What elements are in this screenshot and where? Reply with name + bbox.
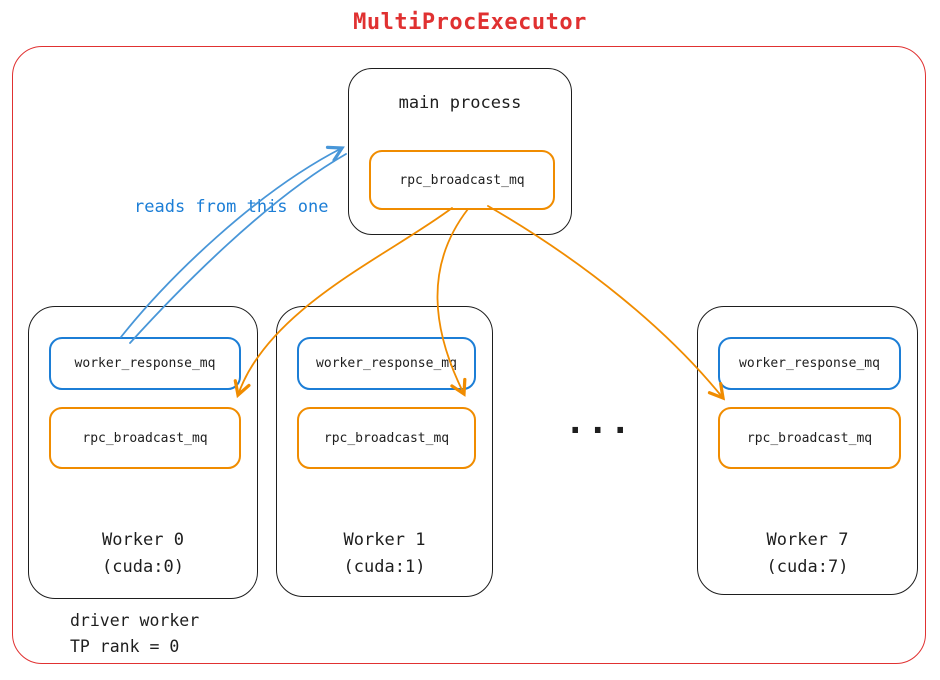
worker-7-name: Worker 7 bbox=[766, 530, 849, 550]
reads-from-annotation: reads from this one bbox=[134, 197, 329, 217]
worker-1-node: worker_response_mq rpc_broadcast_mq Work… bbox=[276, 306, 493, 597]
diagram-title: MultiProcExecutor bbox=[353, 10, 587, 35]
workers-ellipsis: ... bbox=[565, 402, 633, 442]
worker-1-broadcast-queue: rpc_broadcast_mq bbox=[297, 407, 476, 469]
worker-0-label: Worker 0 (cuda:0) bbox=[29, 527, 257, 581]
worker-7-response-queue: worker_response_mq bbox=[718, 337, 901, 390]
driver-worker-note-line2: TP rank = 0 bbox=[70, 637, 180, 656]
main-process-node: main process rpc_broadcast_mq bbox=[348, 68, 572, 235]
worker-1-label: Worker 1 (cuda:1) bbox=[277, 527, 492, 581]
worker-1-response-queue: worker_response_mq bbox=[297, 337, 476, 390]
worker-0-broadcast-queue: rpc_broadcast_mq bbox=[49, 407, 241, 469]
worker-7-node: worker_response_mq rpc_broadcast_mq Work… bbox=[697, 306, 918, 595]
worker-7-label: Worker 7 (cuda:7) bbox=[698, 527, 917, 581]
worker-0-response-queue: worker_response_mq bbox=[49, 337, 241, 390]
driver-worker-note: driver worker TP rank = 0 bbox=[70, 608, 199, 660]
worker-0-device: (cuda:0) bbox=[102, 557, 184, 577]
worker-7-device: (cuda:7) bbox=[766, 557, 849, 577]
worker-0-node: worker_response_mq rpc_broadcast_mq Work… bbox=[28, 306, 258, 599]
worker-7-broadcast-queue: rpc_broadcast_mq bbox=[718, 407, 901, 469]
worker-1-device: (cuda:1) bbox=[343, 557, 426, 577]
worker-0-name: Worker 0 bbox=[102, 530, 184, 550]
driver-worker-note-line1: driver worker bbox=[70, 611, 200, 630]
main-process-label: main process bbox=[398, 93, 522, 113]
worker-1-name: Worker 1 bbox=[343, 530, 426, 550]
executor-frame bbox=[12, 46, 926, 664]
main-rpc-broadcast-queue: rpc_broadcast_mq bbox=[369, 150, 555, 210]
